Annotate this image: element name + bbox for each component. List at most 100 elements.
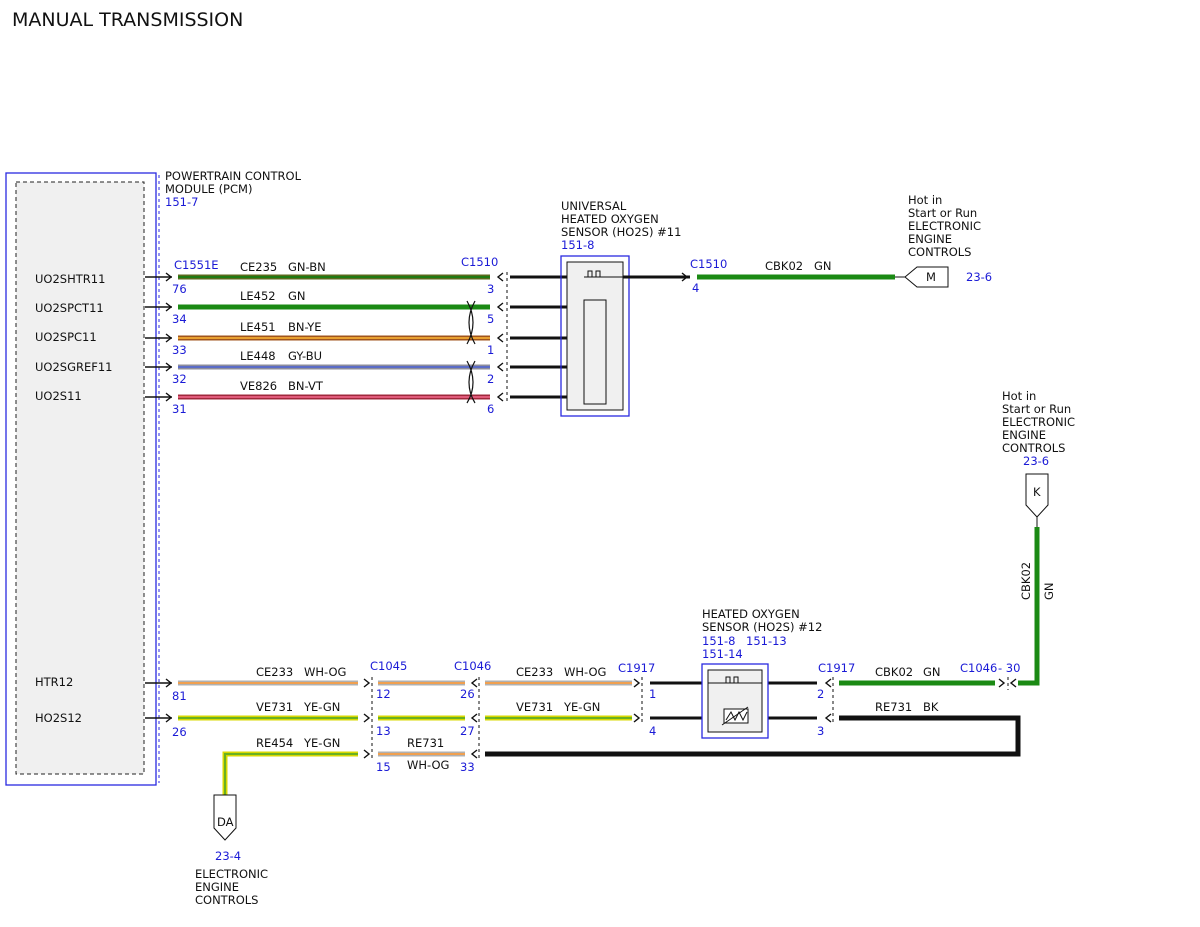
flag-m-label-2: Start or Run [908,206,977,220]
flag-m-label-4: ENGINE [908,232,952,246]
c1510-pin-4: 4 [692,281,699,295]
lower-wires [178,680,1021,795]
c1046-pin-27: 27 [460,724,475,738]
connector-c1045: C1045 12 13 15 [363,659,407,774]
c1510-pin-3: 3 [487,282,494,296]
page-title: MANUAL TRANSMISSION [12,9,243,31]
lower-wire-labels: CE233 WH-OG CE233 WH-OG VE731 YE-GN VE73… [256,665,941,772]
ho2s11-label-line-2: HEATED OXYGEN [561,212,659,226]
ho2s12-label-line-1: HEATED OXYGEN [702,607,800,621]
wire-le452-color: GN [288,289,306,303]
wire-re731-right-color: BK [923,700,939,714]
pcm-pins: UO2SHTR11 UO2SPCT11 UO2SPC11 UO2SGREF11 … [35,272,187,739]
upper-wires [178,274,490,400]
thermistor-icon [725,710,748,722]
c1510-pin-5: 5 [487,312,494,326]
c1046-pin-33: 33 [460,760,475,774]
flag-k-letter: K [1033,485,1041,499]
wire-re731-mid-color: WH-OG [407,758,449,772]
wire-ve731-left-circuit: VE731 [256,700,293,714]
ho2s11-label-line-1: UNIVERSAL [561,199,627,213]
wire-ce235-circuit: CE235 [240,260,277,274]
wire-cbk02-vertical-color: GN [1042,582,1056,600]
flag-da-label-1: ELECTRONIC [195,867,268,881]
connector-c1046-right: C1046 - 30 [960,661,1020,690]
flag-m-letter: M [926,270,936,284]
c1510-pin-1: 1 [487,343,494,357]
wire-re731-right-circuit: RE731 [875,700,912,714]
flag-da-letter: DA [217,815,234,829]
pcm-ref: 151-7 [165,195,198,209]
cbk02-vertical-wire: CBK02 GN [1018,527,1056,686]
connector-c1510: C1510 3 5 1 2 6 [461,255,508,416]
c1510-pin-6: 6 [487,402,494,416]
flag-m-label-5: CONTROLS [908,245,971,259]
wire-cbk02-vertical-circuit: CBK02 [1019,562,1033,600]
wire-ce233-mid-circuit: CE233 [516,665,553,679]
flag-da-ref: 23-4 [215,849,241,863]
wire-ce233-left-color: WH-OG [304,665,346,679]
flag-m-label-3: ELECTRONIC [908,219,981,233]
sensor11-heater-feed: C1510 4 CBK02 GN [623,257,895,295]
ho2s11-ref: 151-8 [561,238,594,252]
wire-cbk02-right-color: GN [923,665,941,679]
signal-uo2s11: UO2S11 [35,389,82,403]
ho2s12-ref-3: 151-14 [702,647,743,661]
wire-le448-color: GY-BU [288,349,322,363]
connector-c1046: C1046 26 27 33 [454,659,491,774]
c1917-left-label: C1917 [618,661,655,675]
pcm-module: POWERTRAIN CONTROL MODULE (PCM) 151-7 C1… [5,169,302,786]
c1510-right-label: C1510 [690,257,727,271]
c1046-pin-26: 26 [460,687,475,701]
flag-da-label-2: ENGINE [195,880,239,894]
flag-da: DA 23-4 ELECTRONIC ENGINE CONTROLS [195,794,268,907]
signal-htr12: HTR12 [35,675,73,689]
wire-ve826-circuit: VE826 [240,379,277,393]
wire-ve731-left-color: YE-GN [303,700,340,714]
ho2s11-sensor: UNIVERSAL HEATED OXYGEN SENSOR (HO2S) #1… [560,199,681,417]
c1046-right-label: C1046 [960,661,997,675]
wire-re454-circuit: RE454 [256,736,293,750]
wire-re731-mid-circuit: RE731 [407,736,444,750]
c1046-label: C1046 [454,659,491,673]
ho2s12-ref-2: 151-13 [746,634,787,648]
pcm-pin-32: 32 [172,372,187,386]
wire-ve731-mid-circuit: VE731 [516,700,553,714]
flag-k-label-4: ENGINE [1002,428,1046,442]
pcm-pin-26: 26 [172,725,187,739]
pcm-label-line-1: POWERTRAIN CONTROL [165,169,302,183]
c1046-right-pin: - 30 [998,661,1020,675]
ho2s12-ref-1: 151-8 [702,634,735,648]
flag-da-label-3: CONTROLS [195,893,258,907]
flag-m-label-1: Hot in [908,193,942,207]
wire-ve826-color: BN-VT [288,379,324,393]
wire-re454-color: YE-GN [303,736,340,750]
c1045-label: C1045 [370,659,407,673]
c1917-right-label: C1917 [818,661,855,675]
flag-k-label-2: Start or Run [1002,402,1071,416]
c1917-pin-2: 2 [817,687,824,701]
wire-le452-circuit: LE452 [240,289,276,303]
signal-ho2s12: HO2S12 [35,711,82,725]
wire-cbk02-top-color: GN [814,259,832,273]
flag-k-label-5: CONTROLS [1002,441,1065,455]
signal-uo2spc11: UO2SPC11 [35,330,97,344]
signal-uo2spct11: UO2SPCT11 [35,301,104,315]
wire-le451-circuit: LE451 [240,320,276,334]
c1045-pin-15: 15 [376,760,391,774]
pcm-pin-34: 34 [172,312,187,326]
flag-k-label-1: Hot in [1002,389,1036,403]
wire-le451-color: BN-YE [288,320,322,334]
c1917-pin-4: 4 [649,724,656,738]
wire-ce233-left-circuit: CE233 [256,665,293,679]
pcm-pin-33: 33 [172,343,187,357]
wire-le448-circuit: LE448 [240,349,276,363]
wire-cbk02-top-circuit: CBK02 [765,259,803,273]
connector-c1917-left: C1917 1 4 [618,661,656,738]
upper-wire-labels: CE235 GN-BN LE452 GN LE451 BN-YE LE448 G… [240,260,326,393]
pcm-pin-stubs [145,272,173,723]
c1045-pin-12: 12 [376,687,391,701]
flag-m-ref: 23-6 [966,270,992,284]
wire-ce235-color: GN-BN [288,260,326,274]
